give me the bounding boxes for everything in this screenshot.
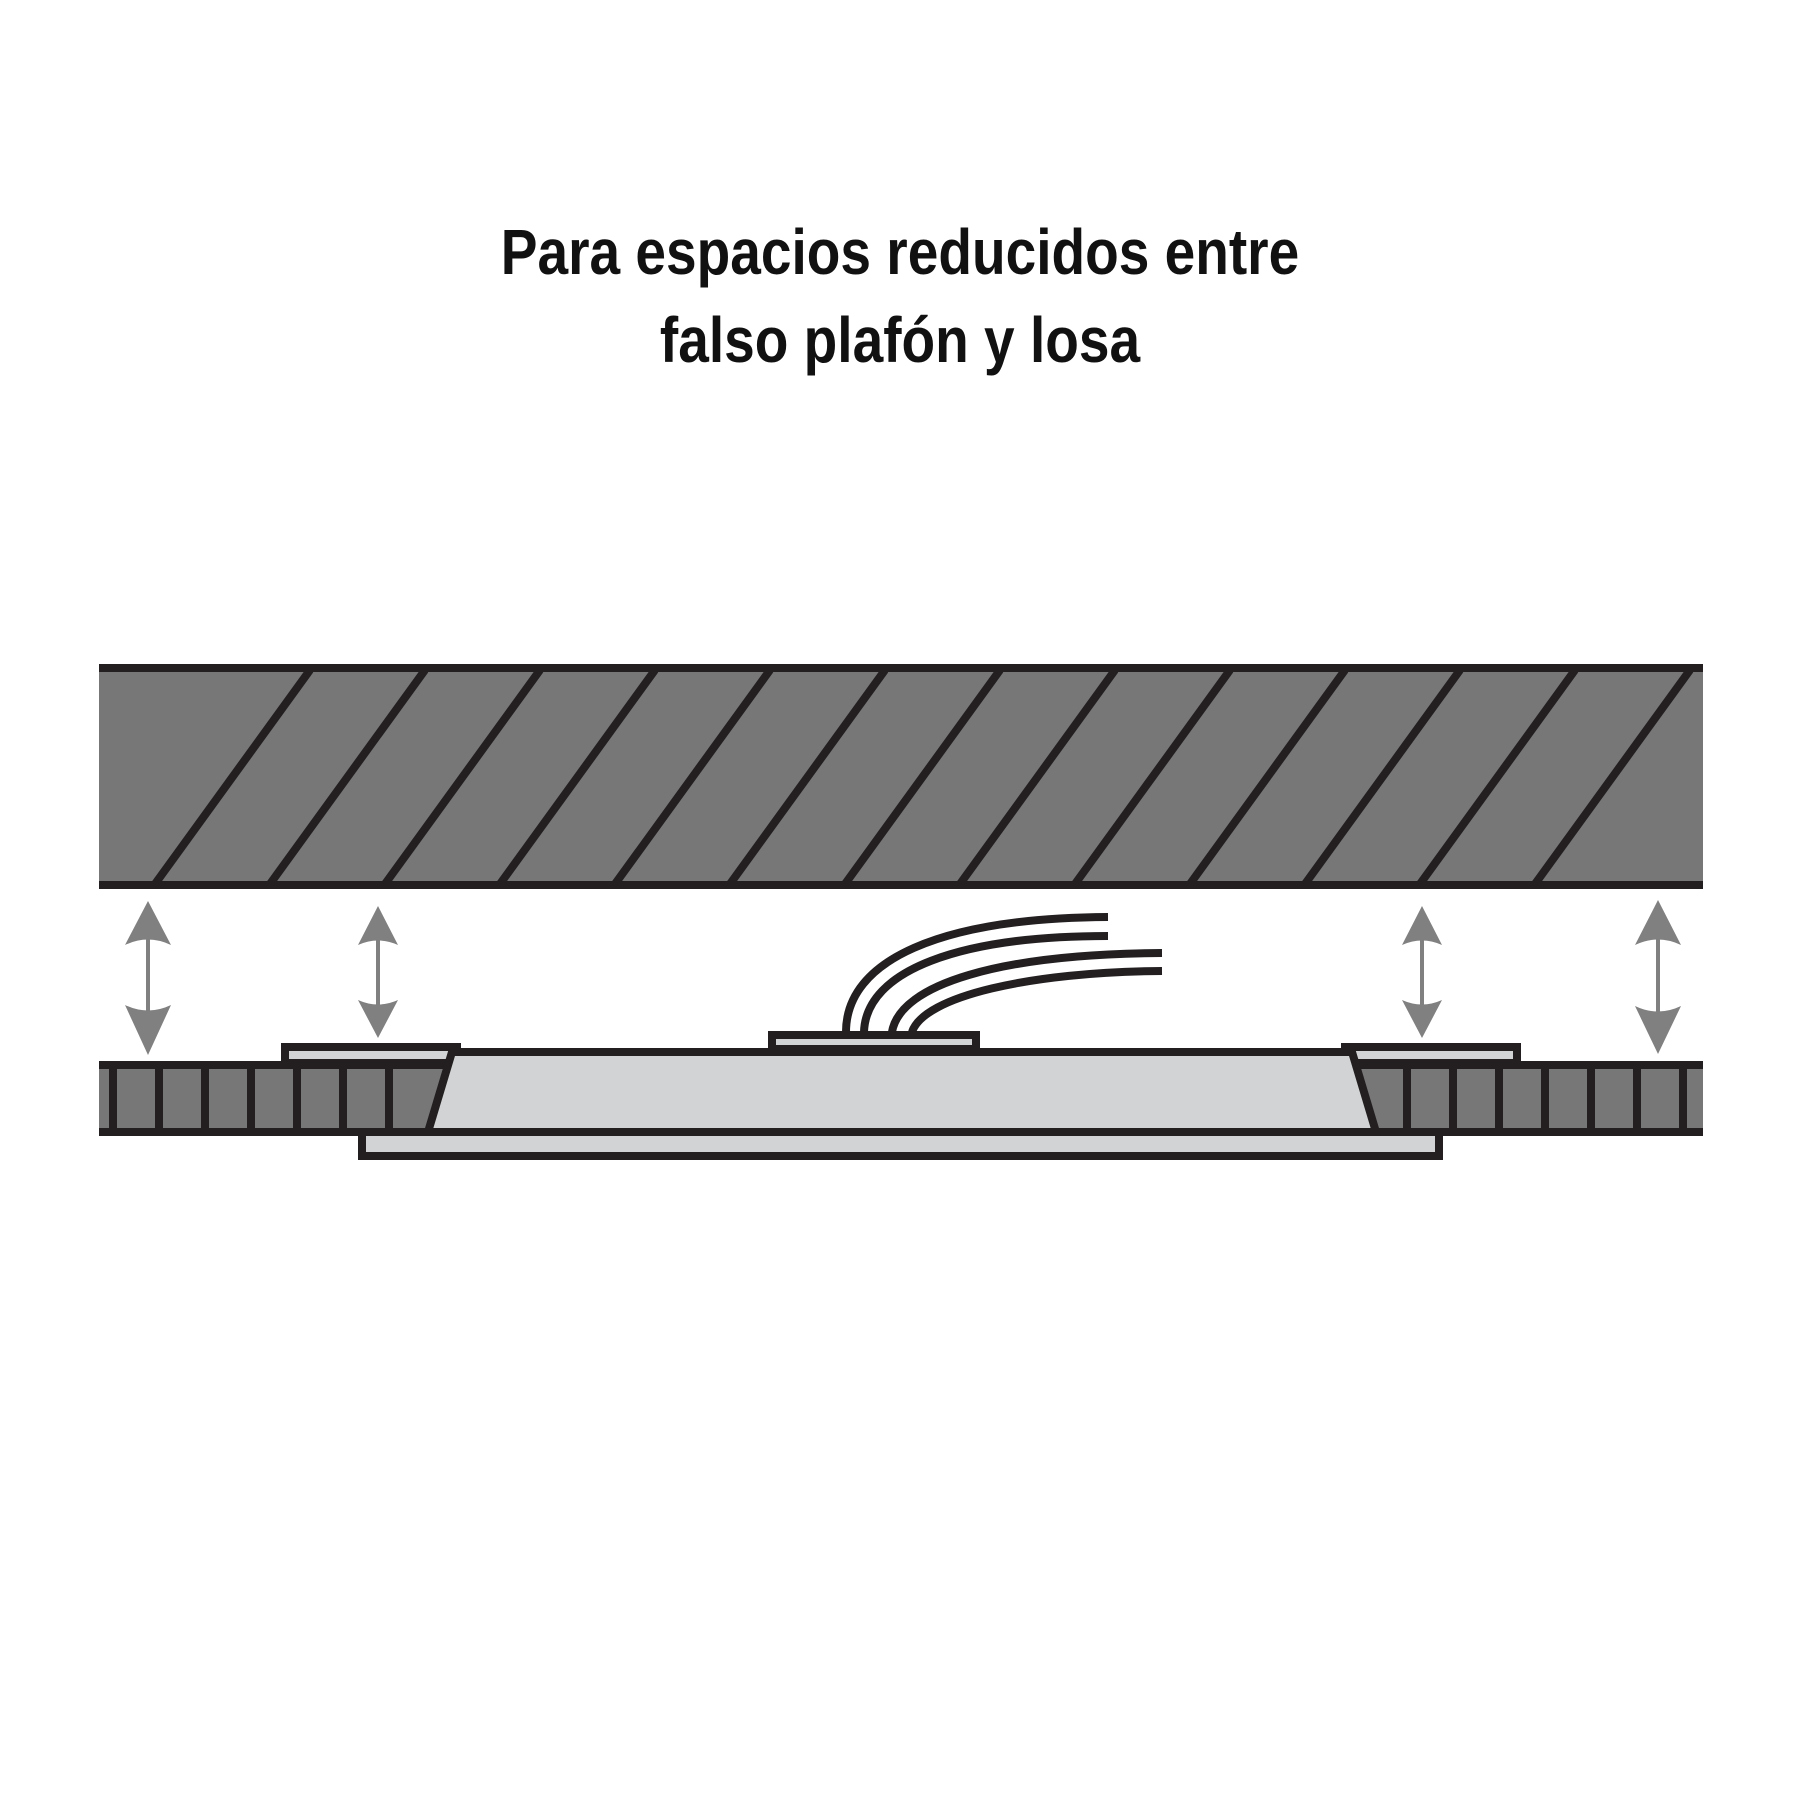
slab-fill (99, 668, 1703, 886)
panel-body (422, 1048, 1382, 1136)
led-panel-fixture (281, 913, 1521, 1160)
left-flange (281, 1043, 461, 1067)
junction-box (768, 1031, 980, 1053)
title-line-2: falso plafón y losa (659, 304, 1141, 376)
title: Para espacios reducidos entre falso plaf… (0, 208, 1800, 384)
gap-arrow-icon (1635, 900, 1681, 1054)
power-wires (842, 913, 1163, 1034)
slab-hatching (151, 668, 1694, 886)
wire (888, 949, 1163, 1033)
concrete-slab (99, 664, 1703, 889)
gap-arrow-icon (358, 906, 398, 1038)
slab-top-edge (99, 664, 1703, 672)
title-line-1: Para espacios reducidos entre (500, 216, 1300, 288)
slab-bottom-edge (99, 881, 1703, 889)
wire (860, 932, 1109, 1033)
gap-arrows (125, 900, 1681, 1055)
ceiling-dividers (109, 1065, 1687, 1132)
gap-arrow-icon (1402, 906, 1442, 1038)
right-flange (1341, 1043, 1521, 1067)
gap-arrow-icon (125, 901, 171, 1055)
wire (908, 967, 1163, 1034)
wire (842, 913, 1109, 1033)
